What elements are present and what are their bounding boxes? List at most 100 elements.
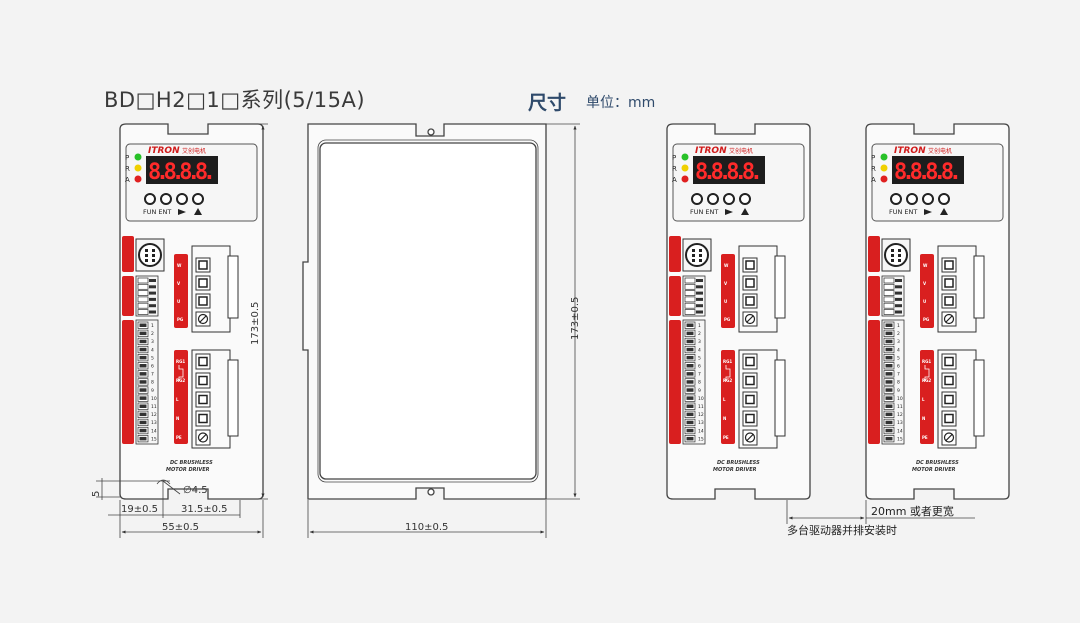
io-pin-number: 11: [151, 404, 157, 410]
io-pin-number: 2: [698, 331, 701, 337]
io-pin: [684, 277, 696, 284]
input-terminal-label: N: [723, 416, 726, 421]
install-note: 多台驱动器并排安装时: [787, 523, 897, 537]
io-pin-number: 3: [151, 339, 154, 345]
power-terminal-label: U: [923, 299, 926, 304]
input-terminal-label: RG1: [922, 359, 931, 364]
hole-diameter-dim: ∅4.5: [183, 485, 208, 496]
io-pin-number: 13: [897, 420, 903, 426]
io-pin-number: 8: [151, 380, 154, 386]
io-pin-number: 6: [698, 364, 701, 370]
input-terminal-label: RG2: [922, 378, 931, 383]
io-pin: [137, 302, 149, 309]
diagram-title: BD□H2□1□系列(5/15A): [104, 88, 366, 112]
io-pin-number: 6: [151, 364, 154, 370]
io-pin-number: 1: [897, 323, 900, 329]
io-pin-number: 14: [897, 428, 903, 434]
io-pin: [883, 309, 895, 315]
power-terminal-label: PG: [177, 317, 183, 322]
input-terminal-label: L: [723, 397, 726, 402]
io-pin-number: 13: [151, 420, 157, 426]
footer-line2: MOTOR DRIVER: [713, 467, 757, 473]
io-pin-number: 15: [698, 436, 704, 442]
footer-line1: DC BRUSHLESS: [717, 460, 760, 466]
io-pin-number: 5: [897, 355, 900, 361]
input-terminal-label: L: [922, 397, 925, 402]
io-pin-number: 10: [698, 396, 704, 402]
input-terminal-label: RG2: [723, 378, 732, 383]
io-pin: [883, 296, 895, 303]
io-pin: [137, 309, 149, 315]
io-pin: [137, 290, 149, 296]
io-pin-number: 6: [897, 364, 900, 370]
io-pin-number: 12: [151, 412, 157, 418]
front-width-dim: 55±0.5: [162, 522, 199, 533]
io-pin-number: 2: [897, 331, 900, 337]
io-pin: [684, 302, 696, 309]
io-pin: [684, 309, 696, 315]
hole-offset-dim: 19±0.5: [121, 504, 158, 515]
power-terminal-label: PG: [724, 317, 730, 322]
input-terminal-label: N: [176, 416, 179, 421]
io-pin-number: 9: [698, 388, 701, 394]
io-pin: [137, 283, 149, 290]
io-pin-number: 11: [698, 404, 704, 410]
io-pin-number: 11: [897, 404, 903, 410]
power-terminal-label: U: [724, 299, 727, 304]
io-pin-number: 10: [897, 396, 903, 402]
io-pin-number: 5: [698, 355, 701, 361]
io-pin-number: 12: [897, 412, 903, 418]
input-terminal-label: N: [922, 416, 925, 421]
io-pin-number: 4: [897, 347, 900, 353]
io-pin-number: 10: [151, 396, 157, 402]
footer-line2: MOTOR DRIVER: [166, 467, 210, 473]
io-pin: [684, 290, 696, 296]
footer-line2: MOTOR DRIVER: [912, 467, 956, 473]
io-pin: [137, 296, 149, 303]
io-pin-number: 14: [151, 428, 157, 434]
footer-line1: DC BRUSHLESS: [170, 460, 213, 466]
input-terminal-label: PE: [922, 435, 928, 440]
input-terminal-label: RG1: [723, 359, 732, 364]
io-pin-number: 15: [151, 436, 157, 442]
power-terminal-label: U: [177, 299, 180, 304]
io-pin-number: 1: [698, 323, 701, 329]
io-pin: [883, 277, 895, 284]
io-pin: [137, 277, 149, 284]
io-pin-number: 15: [897, 436, 903, 442]
gap-dim: 20mm 或者更宽: [871, 504, 954, 518]
slot-height-dim: 5: [91, 491, 102, 497]
io-pin-number: 13: [698, 420, 704, 426]
io-pin-number: 9: [151, 388, 154, 394]
front-height-dim: 173±0.5: [250, 302, 261, 345]
power-terminal-label: V: [177, 281, 181, 286]
io-pin-number: 7: [698, 372, 701, 378]
side-width-dim: 110±0.5: [405, 522, 448, 533]
io-pin: [883, 290, 895, 296]
input-terminal-label: L: [176, 397, 179, 402]
unit-label: 单位：mm: [586, 95, 656, 111]
power-terminal-label: PG: [923, 317, 929, 322]
io-pin-number: 14: [698, 428, 704, 434]
side-view: [302, 123, 547, 500]
io-pin: [684, 296, 696, 303]
input-terminal-label: PE: [723, 435, 729, 440]
input-terminal-label: RG1: [176, 359, 185, 364]
io-pin-number: 8: [897, 380, 900, 386]
size-label: 尺寸: [528, 92, 567, 114]
io-pin-number: 8: [698, 380, 701, 386]
io-pin-number: 2: [151, 331, 154, 337]
io-pin-number: 1: [151, 323, 154, 329]
io-pin-number: 7: [151, 372, 154, 378]
power-terminal-label: W: [724, 263, 729, 268]
power-terminal-label: V: [923, 281, 927, 286]
io-pin-number: 4: [151, 347, 154, 353]
io-pin-number: 12: [698, 412, 704, 418]
io-pin-number: 3: [897, 339, 900, 345]
footer-line1: DC BRUSHLESS: [916, 460, 959, 466]
io-pin-number: 9: [897, 388, 900, 394]
mount-spacing-dim: 31.5±0.5: [181, 504, 228, 515]
io-pin: [883, 283, 895, 290]
io-pin-number: 7: [897, 372, 900, 378]
